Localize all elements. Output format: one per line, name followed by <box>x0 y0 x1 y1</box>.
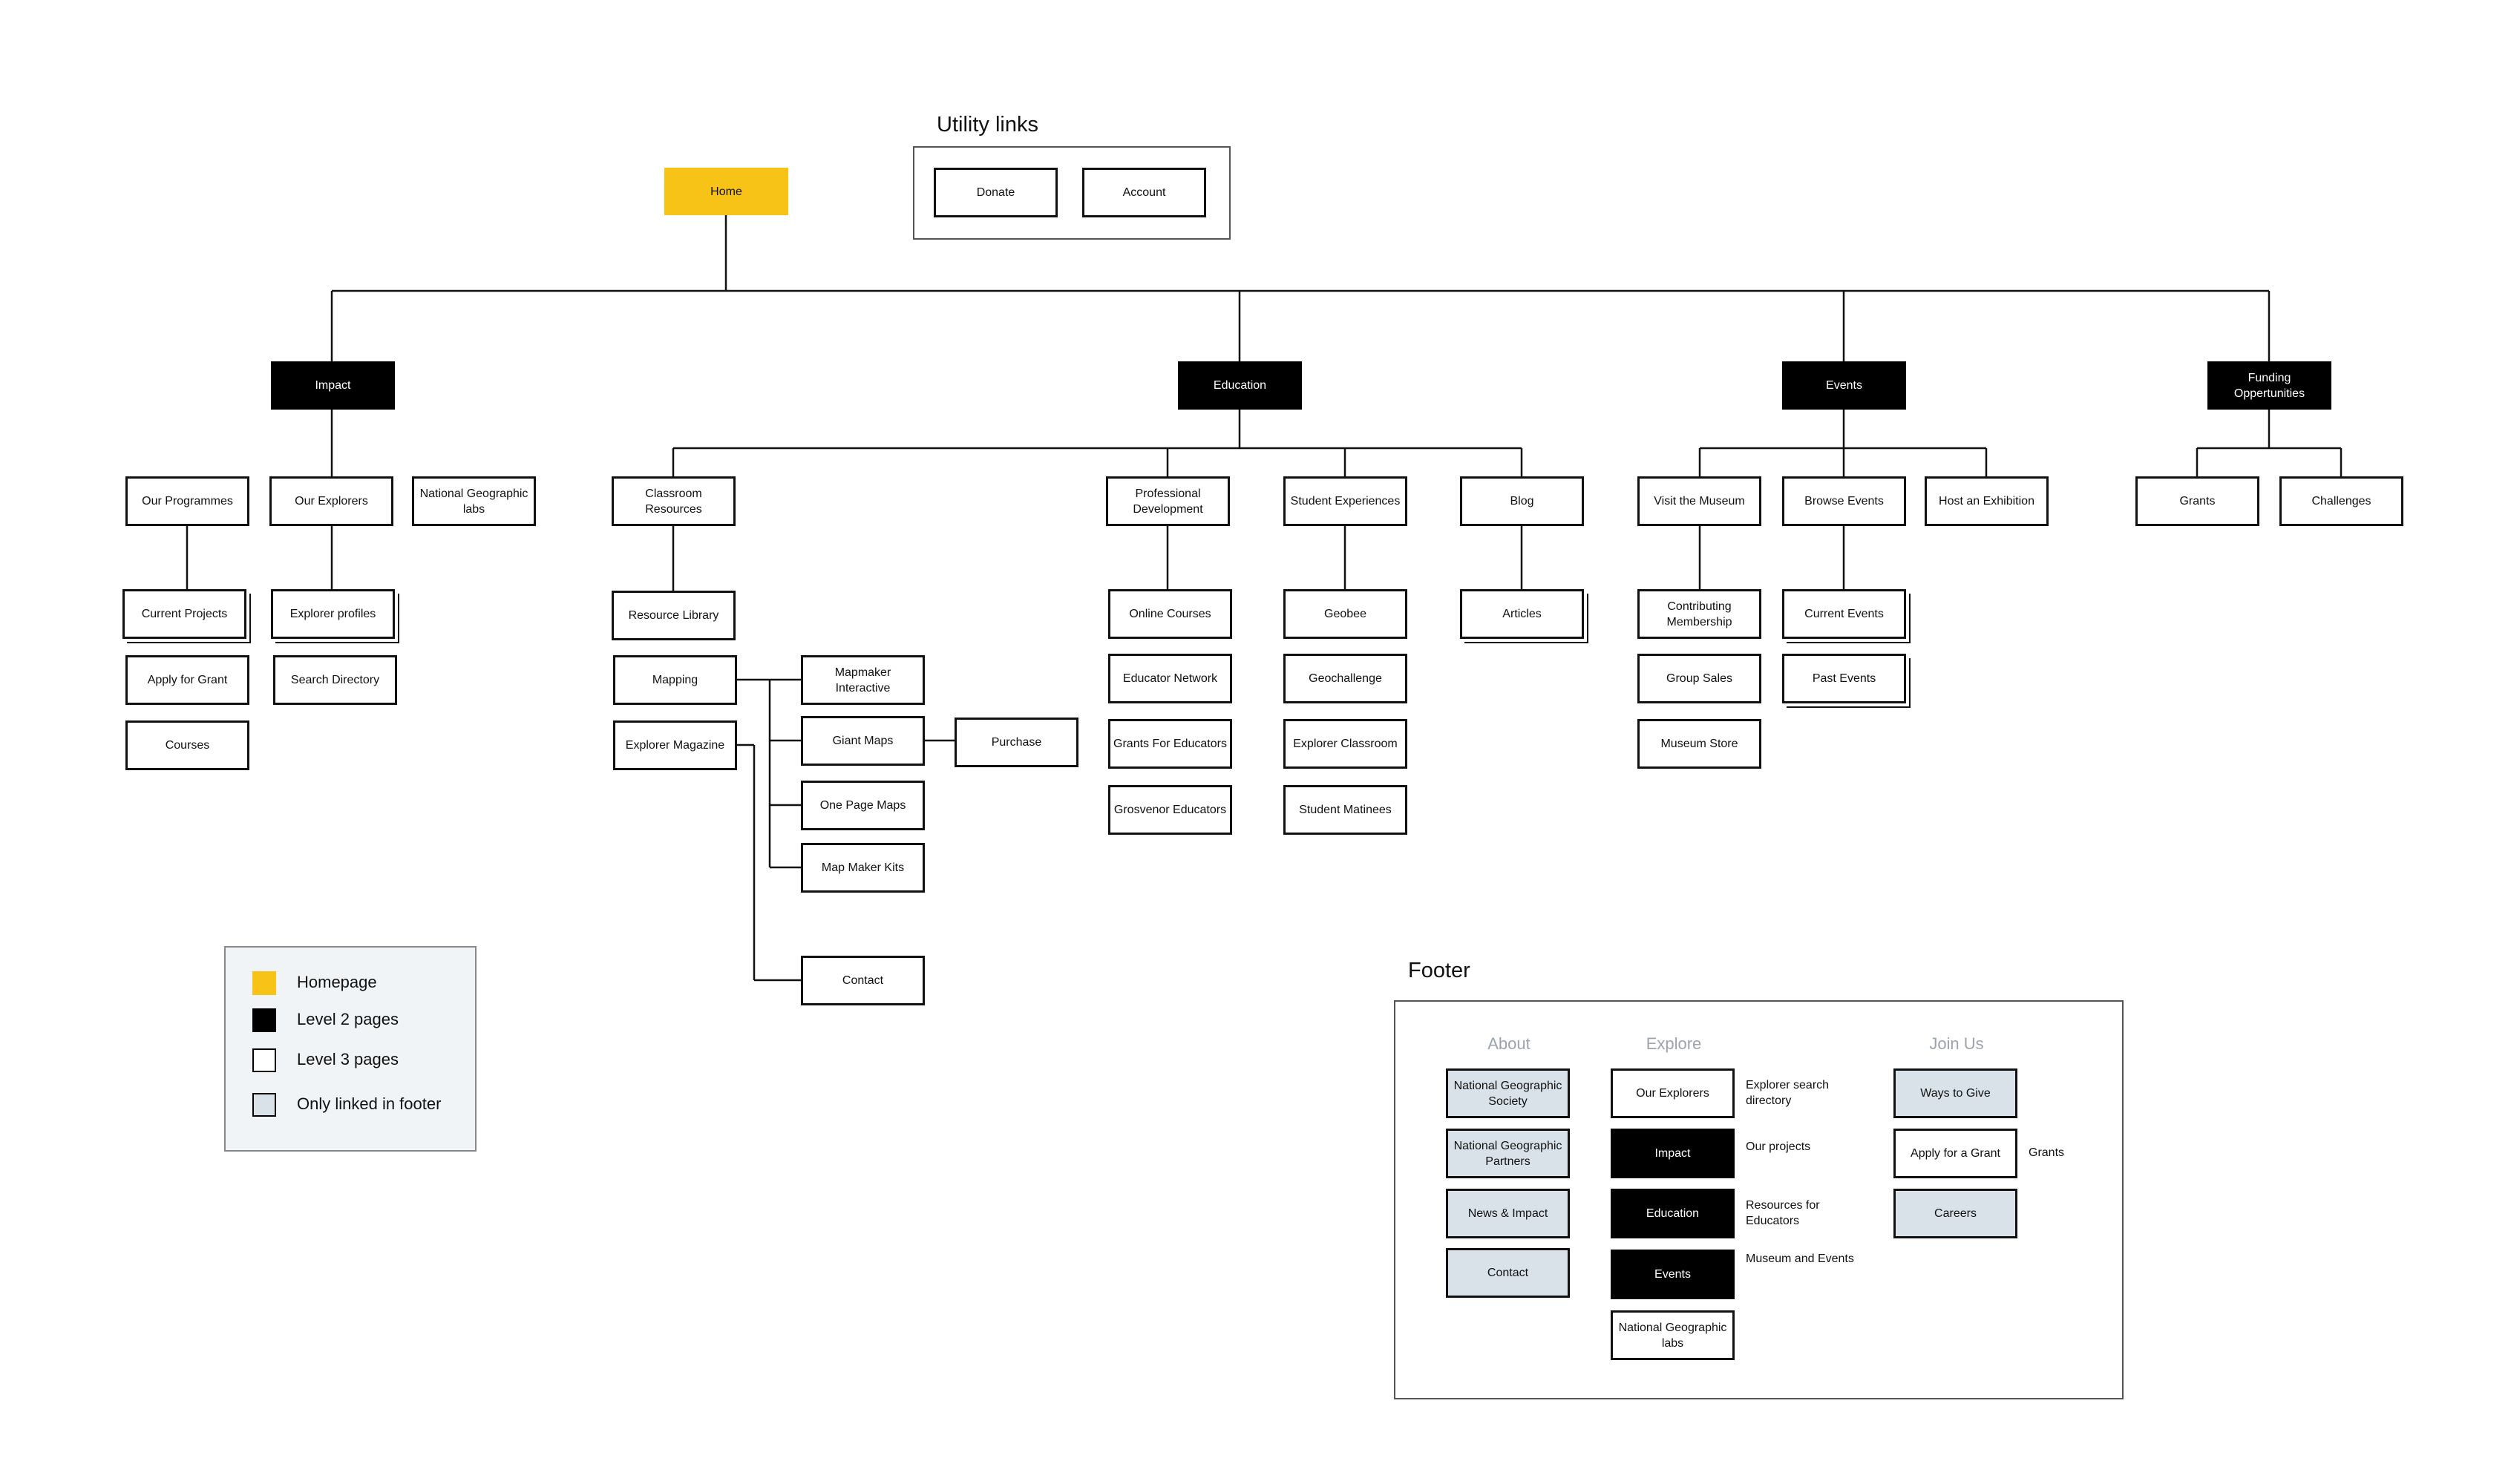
footer-news-impact[interactable]: News & Impact <box>1446 1189 1570 1238</box>
node-geochallenge[interactable]: Geochallenge <box>1283 654 1407 703</box>
footer-join-heading: Join Us <box>1929 1034 1984 1053</box>
footer-our-explorers-note: Explorer search directory <box>1746 1079 1830 1107</box>
node-explorer-classroom[interactable]: Explorer Classroom <box>1283 719 1407 769</box>
legend-label-level2: Level 2 pages <box>297 1010 399 1028</box>
legend-swatch-footer-only <box>252 1093 276 1117</box>
legend-swatch-level2 <box>252 1008 276 1032</box>
footer-apply-for-a-grant[interactable]: Apply for a Grant <box>1893 1129 2017 1178</box>
footer-education[interactable]: Education <box>1611 1189 1735 1238</box>
node-impact[interactable]: Impact <box>271 361 395 410</box>
utility-links-title: Utility links <box>937 113 1038 137</box>
footer-apply-grant-note: Grants <box>2029 1146 2065 1159</box>
legend-label-homepage: Homepage <box>297 973 377 991</box>
node-funding-opportunities[interactable]: Funding Oppertunities <box>2207 361 2331 410</box>
legend-label-level3: Level 3 pages <box>297 1050 399 1068</box>
node-education[interactable]: Education <box>1178 361 1302 410</box>
footer-events-note: Museum and Events <box>1746 1252 1854 1265</box>
footer-title: Footer <box>1408 959 1470 982</box>
node-visit-the-museum[interactable]: Visit the Museum <box>1637 476 1761 526</box>
node-mapmaker-interactive[interactable]: Mapmaker Interactive <box>801 655 925 705</box>
node-current-projects[interactable]: Current Projects <box>122 589 246 639</box>
footer-our-explorers[interactable]: Our Explorers <box>1611 1068 1735 1118</box>
node-current-events[interactable]: Current Events <box>1782 589 1906 639</box>
node-resource-library[interactable]: Resource Library <box>612 591 736 640</box>
legend-panel: Homepage Level 2 pages Level 3 pages Onl… <box>224 946 477 1152</box>
node-professional-development[interactable]: Professional Development <box>1106 476 1230 526</box>
footer-ng-partners[interactable]: National Geographic Partners <box>1446 1129 1570 1178</box>
legend-swatch-homepage <box>252 971 276 995</box>
node-past-events[interactable]: Past Events <box>1782 654 1906 703</box>
node-our-programmes[interactable]: Our Programmes <box>125 476 249 526</box>
node-browse-events[interactable]: Browse Events <box>1782 476 1906 526</box>
footer-frame <box>1394 1000 2124 1399</box>
legend-swatch-level3 <box>252 1048 276 1072</box>
node-ng-labs[interactable]: National Geographic labs <box>412 476 536 526</box>
node-student-matinees[interactable]: Student Matinees <box>1283 785 1407 835</box>
node-mapping[interactable]: Mapping <box>613 655 737 705</box>
node-articles[interactable]: Articles <box>1460 589 1584 639</box>
node-courses[interactable]: Courses <box>125 720 249 770</box>
node-host-an-exhibition[interactable]: Host an Exhibition <box>1925 476 2049 526</box>
node-classroom-resources[interactable]: Classroom Resources <box>612 476 736 526</box>
footer-impact[interactable]: Impact <box>1611 1129 1735 1178</box>
node-our-explorers[interactable]: Our Explorers <box>269 476 393 526</box>
footer-education-note: Resources for Educators <box>1746 1199 1820 1227</box>
footer-careers[interactable]: Careers <box>1893 1189 2017 1238</box>
utility-links-frame <box>913 146 1231 240</box>
node-contributing-membership[interactable]: Contributing Membership <box>1637 589 1761 639</box>
node-museum-store[interactable]: Museum Store <box>1637 719 1761 769</box>
footer-impact-note: Our projects <box>1746 1140 1811 1153</box>
node-giant-maps[interactable]: Giant Maps <box>801 716 925 766</box>
node-blog[interactable]: Blog <box>1460 476 1584 526</box>
node-student-experiences[interactable]: Student Experiences <box>1283 476 1407 526</box>
node-grants[interactable]: Grants <box>2135 476 2259 526</box>
node-one-page-maps[interactable]: One Page Maps <box>801 781 925 830</box>
footer-about-heading: About <box>1487 1034 1531 1053</box>
footer-explore-heading: Explore <box>1646 1034 1702 1053</box>
node-grants-for-educators[interactable]: Grants For Educators <box>1108 719 1232 769</box>
node-group-sales[interactable]: Group Sales <box>1637 654 1761 703</box>
footer-ways-to-give[interactable]: Ways to Give <box>1893 1068 2017 1118</box>
node-contact[interactable]: Contact <box>801 956 925 1005</box>
node-purchase[interactable]: Purchase <box>955 718 1078 767</box>
node-events[interactable]: Events <box>1782 361 1906 410</box>
node-explorer-magazine[interactable]: Explorer Magazine <box>613 720 737 770</box>
node-educator-network[interactable]: Educator Network <box>1108 654 1232 703</box>
node-grosvenor-educators[interactable]: Grosvenor Educators <box>1108 785 1232 835</box>
footer-contact[interactable]: Contact <box>1446 1248 1570 1298</box>
footer-ng-society[interactable]: National Geographic Society <box>1446 1068 1570 1118</box>
node-geobee[interactable]: Geobee <box>1283 589 1407 639</box>
node-donate[interactable]: Donate <box>934 168 1058 217</box>
node-challenges[interactable]: Challenges <box>2279 476 2403 526</box>
legend-label-footer-only: Only linked in footer <box>297 1094 442 1113</box>
node-home[interactable]: Home <box>664 168 788 215</box>
node-online-courses[interactable]: Online Courses <box>1108 589 1232 639</box>
footer-ng-labs[interactable]: National Geographic labs <box>1611 1310 1735 1360</box>
node-map-maker-kits[interactable]: Map Maker Kits <box>801 843 925 893</box>
node-account[interactable]: Account <box>1082 168 1206 217</box>
node-search-directory[interactable]: Search Directory <box>273 655 397 705</box>
node-apply-for-grant[interactable]: Apply for Grant <box>125 655 249 705</box>
footer-events[interactable]: Events <box>1611 1250 1735 1299</box>
node-explorer-profiles[interactable]: Explorer profiles <box>271 589 395 639</box>
